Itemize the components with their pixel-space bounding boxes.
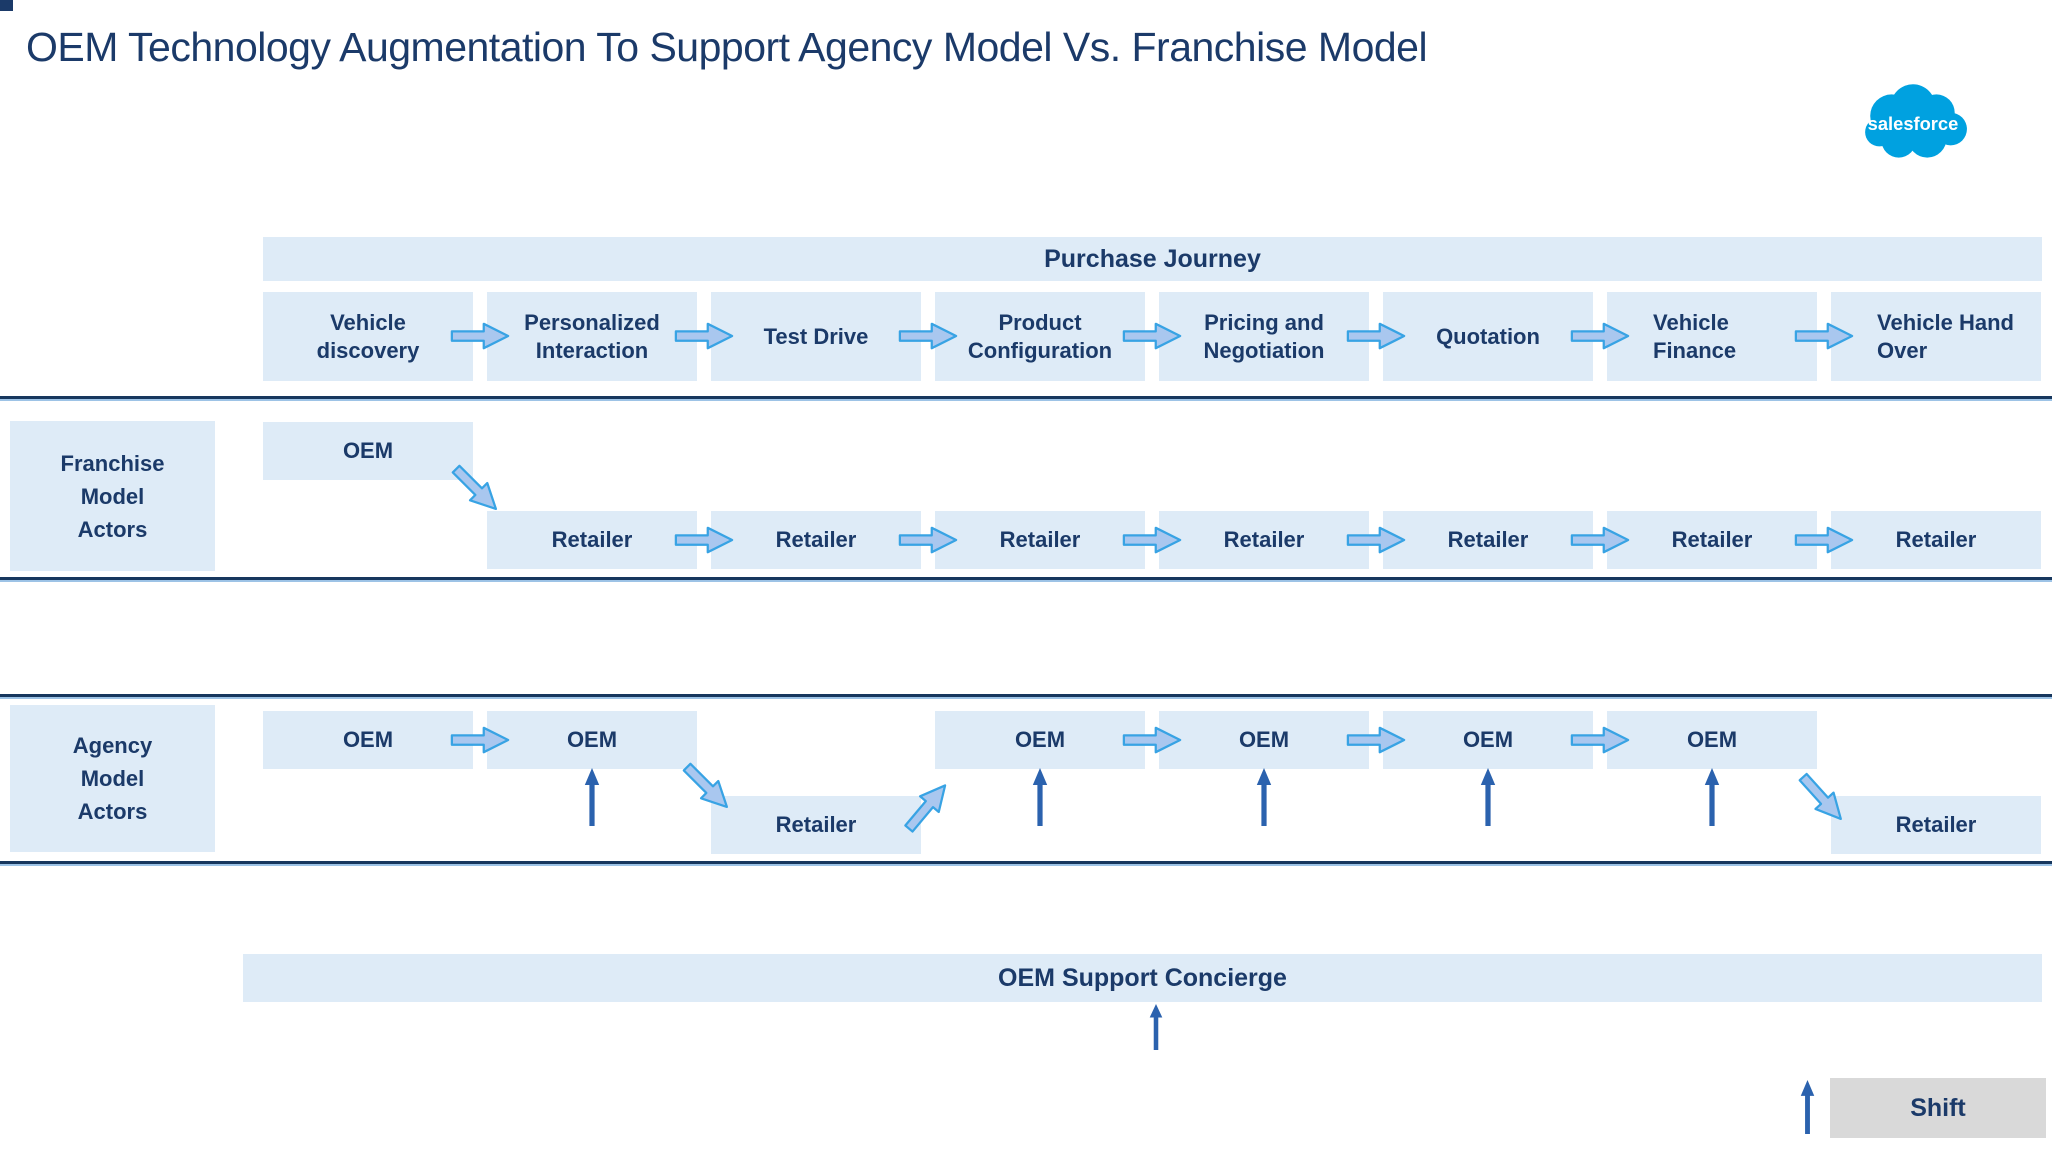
shift-label: Shift [1910, 1093, 1966, 1122]
flow-arrow-right-icon [672, 525, 736, 555]
flow-arrow-right-icon [1120, 725, 1184, 755]
flow-arrow-right-icon [1568, 725, 1632, 755]
salesforce-logo: salesforce [1865, 84, 1967, 158]
agency-section-bottom-divider [0, 861, 2052, 866]
shift-arrow-up-icon [1800, 1080, 1815, 1134]
journey-stage-test-drive: Test Drive [711, 292, 921, 381]
flow-arrow-down-right-icon [672, 752, 743, 823]
flow-arrow-right-icon [1792, 525, 1856, 555]
flow-arrow-right-icon [1344, 725, 1408, 755]
agency-oem-box: OEM [487, 711, 697, 769]
agency-oem-box: OEM [263, 711, 473, 769]
franchise-retailer-box: Retailer [1831, 511, 2041, 569]
franchise-retailer-box: Retailer [1607, 511, 1817, 569]
flow-arrow-right-icon [1792, 321, 1856, 351]
franchise-retailer-box: Retailer [1159, 511, 1369, 569]
agency-oem-box: OEM [1383, 711, 1593, 769]
flow-arrow-right-icon [1568, 525, 1632, 555]
flow-arrow-right-icon [1120, 321, 1184, 351]
flow-arrow-right-icon [896, 321, 960, 351]
franchise-retailer-box: Retailer [711, 511, 921, 569]
handover-arrow-up-icon [1704, 768, 1720, 826]
handover-arrow-up-icon [584, 768, 600, 826]
agency-retailer-box: Retailer [1831, 796, 2041, 854]
franchise-row-label: Franchise Model Actors [10, 421, 215, 571]
agency-oem-box: OEM [1159, 711, 1369, 769]
franchise-oem-box: OEM [263, 422, 473, 480]
flow-arrow-right-icon [1120, 525, 1184, 555]
journey-stage-vehicle-hand-over: Vehicle Hand Over [1831, 292, 2041, 381]
flow-arrow-right-icon [1568, 321, 1632, 351]
agency-oem-box: OEM [935, 711, 1145, 769]
page-title: OEM Technology Augmentation To Support A… [26, 24, 1428, 70]
shift-box: Shift [1830, 1078, 2046, 1138]
flow-arrow-right-icon [672, 321, 736, 351]
flow-arrow-right-icon [448, 725, 512, 755]
journey-stage-quotation: Quotation [1383, 292, 1593, 381]
franchise-retailer-box: Retailer [487, 511, 697, 569]
journey-stage-vehicle-finance: Vehicle Finance [1607, 292, 1817, 381]
handover-arrow-up-icon [1032, 768, 1048, 826]
franchise-section-bottom-divider [0, 577, 2052, 582]
purchase-journey-label: Purchase Journey [1044, 244, 1261, 273]
oem-support-concierge-band: OEM Support Concierge [243, 954, 2042, 1002]
journey-stage-product-configuration: Product Configuration [935, 292, 1145, 381]
flow-arrow-right-icon [1344, 321, 1408, 351]
flow-arrow-right-icon [448, 321, 512, 351]
franchise-section-top-divider [0, 396, 2052, 401]
oem-support-concierge-label: OEM Support Concierge [998, 963, 1287, 992]
purchase-journey-band: Purchase Journey [263, 237, 2042, 281]
handover-arrow-up-icon [1256, 768, 1272, 826]
agency-row-label: Agency Model Actors [10, 705, 215, 852]
agency-oem-box: OEM [1607, 711, 1817, 769]
corner-mark [0, 0, 13, 11]
agency-retailer-box: Retailer [711, 796, 921, 854]
journey-stage-vehicle-discovery: Vehicle discovery [263, 292, 473, 381]
flow-arrow-right-icon [1344, 525, 1408, 555]
journey-stage-personalized-interaction: Personalized Interaction [487, 292, 697, 381]
franchise-retailer-box: Retailer [1383, 511, 1593, 569]
handover-arrow-up-icon [1480, 768, 1496, 826]
journey-stage-pricing-negotiation: Pricing and Negotiation [1159, 292, 1369, 381]
support-arrow-up-icon [1149, 1004, 1163, 1050]
franchise-retailer-box: Retailer [935, 511, 1145, 569]
agency-section-top-divider [0, 694, 2052, 699]
flow-arrow-right-icon [896, 525, 960, 555]
salesforce-logo-text: salesforce [1868, 113, 1959, 134]
